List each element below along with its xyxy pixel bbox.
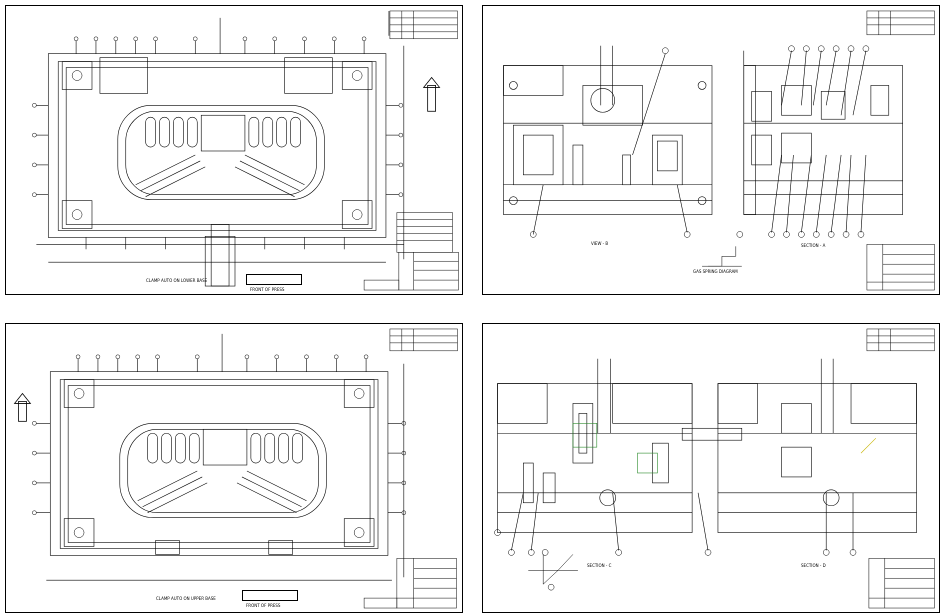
gas-spring-diagram-title: GAS SPRING DIAGRAM (693, 269, 738, 274)
view-b-label: VIEW - B (591, 241, 609, 246)
view-label: CLAMP AUTO ON UPPER BASE (156, 596, 216, 601)
view-label: CLAMP AUTO ON LOWER BASE (146, 278, 208, 283)
section-a-label: SECTION - A (801, 243, 826, 248)
plan-view-drawing-upper (13, 328, 458, 609)
drawing-sheet-bottom-left[interactable]: CLAMP AUTO ON UPPER BASE FRONT OF PRESS (5, 323, 463, 613)
section-view-drawing (503, 10, 935, 291)
front-of-press-label: FRONT OF PRESS (242, 590, 298, 608)
plan-view-drawing (32, 10, 459, 291)
section-view-drawing-lower (494, 328, 935, 609)
drawing-sheet-top-left[interactable]: CLAMP AUTO ON LOWER BASE FRONT OF PRESS (5, 5, 463, 295)
drawing-sheet-top-right[interactable]: VIEW - B SECTION - A GAS SPRING DIAGRAM (482, 5, 940, 295)
drawing-sheet-bottom-right[interactable]: SECTION - C SECTION - D (482, 323, 940, 613)
section-c-label: SECTION - C (587, 563, 612, 568)
front-of-press-text: FRONT OF PRESS (250, 287, 285, 292)
front-of-press-label: FRONT OF PRESS (246, 274, 302, 292)
section-d-label: SECTION - D (801, 563, 826, 568)
front-of-press-text: FRONT OF PRESS (246, 603, 281, 608)
